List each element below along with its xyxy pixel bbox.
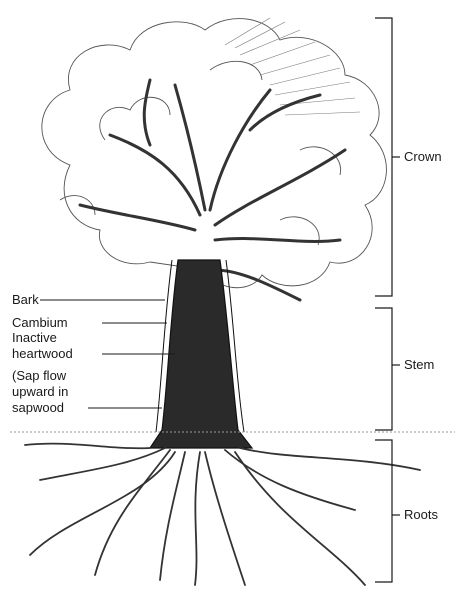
sap-flow-label: (Sap flow upward in sapwood: [12, 368, 68, 416]
inactive-heartwood-label: Inactive heartwood: [12, 330, 73, 362]
section-brackets: [375, 18, 400, 582]
roots: [25, 444, 420, 585]
bark-label: Bark: [12, 292, 39, 308]
roots-label: Roots: [404, 507, 438, 523]
crown-label: Crown: [404, 149, 442, 165]
cambium-label: Cambium: [12, 315, 68, 331]
stem-label: Stem: [404, 357, 434, 373]
crown-foliage: [42, 19, 387, 288]
